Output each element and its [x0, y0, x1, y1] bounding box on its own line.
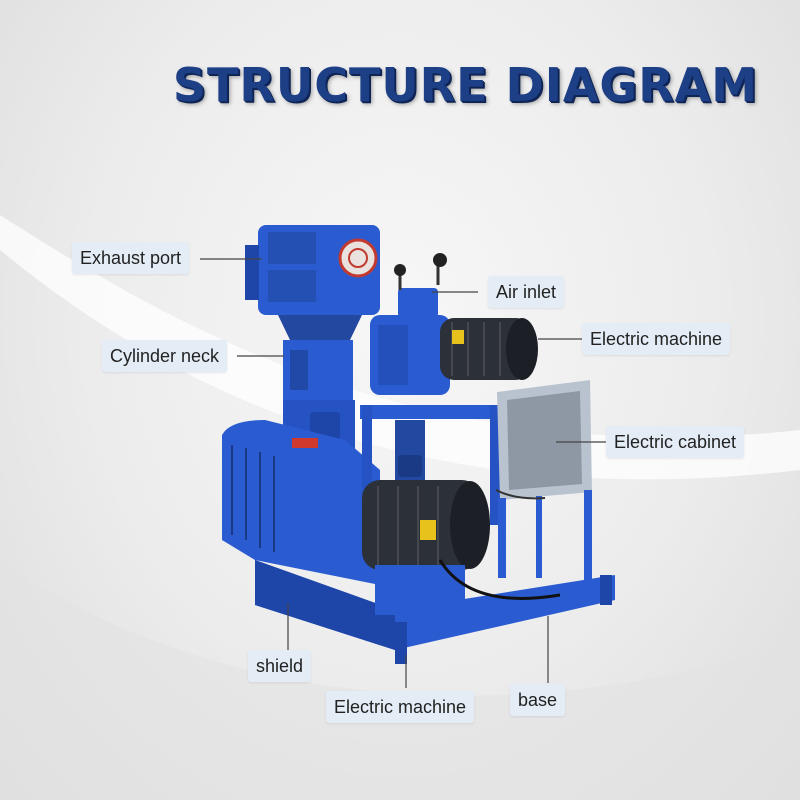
shield-guard [222, 420, 380, 585]
bottom-motor [362, 480, 561, 615]
label-shield: shield [248, 650, 312, 682]
electric-cabinet-box [495, 380, 592, 580]
label-base: base [510, 684, 566, 716]
label-air-inlet: Air inlet [488, 276, 565, 308]
top-motor [440, 318, 538, 380]
top-pump [370, 253, 450, 395]
page-title: STRUCTURE DIAGRAM [172, 58, 758, 112]
label-electric-machine-bottom: Electric machine [326, 691, 475, 723]
label-exhaust-port: Exhaust port [72, 242, 190, 274]
label-electric-machine-top: Electric machine [582, 323, 731, 355]
label-electric-cabinet: Electric cabinet [606, 426, 745, 458]
label-cylinder-neck: Cylinder neck [102, 340, 228, 372]
